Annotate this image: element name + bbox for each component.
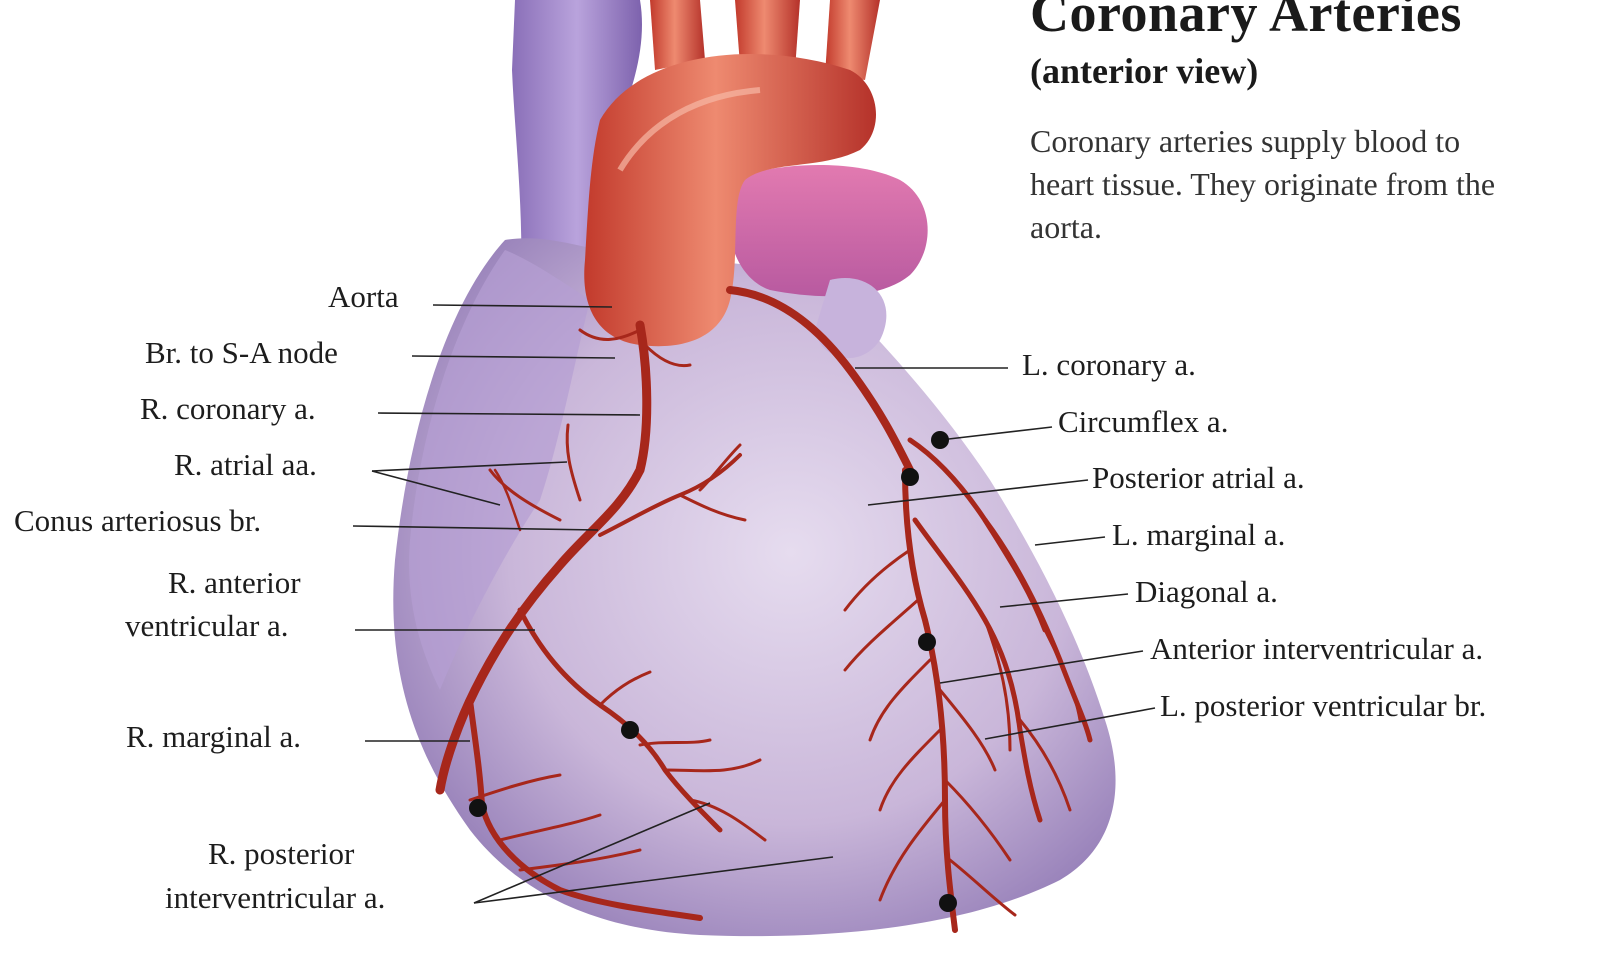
- label-r-marginal: R. marginal a.: [126, 719, 301, 755]
- label-anterior-interventricular: Anterior interventricular a.: [1150, 631, 1483, 667]
- label-diagonal: Diagonal a.: [1135, 574, 1278, 610]
- diagram-subtitle: (anterior view): [1030, 50, 1258, 92]
- label-posterior-atrial: Posterior atrial a.: [1092, 460, 1305, 496]
- label-circumflex: Circumflex a.: [1058, 404, 1228, 440]
- label-ventricular: ventricular a.: [125, 608, 289, 644]
- label-l-coronary: L. coronary a.: [1022, 347, 1196, 383]
- label-r-posterior: R. posterior: [208, 836, 354, 872]
- pulmonary-trunk: [727, 165, 927, 296]
- label-r-coronary: R. coronary a.: [140, 391, 316, 427]
- label-r-atrial: R. atrial aa.: [174, 447, 317, 483]
- label-aorta: Aorta: [328, 279, 399, 315]
- diagram-title: Coronary Arteries: [1030, 0, 1462, 44]
- label-r-anterior: R. anterior: [168, 565, 301, 601]
- diagram-description: Coronary arteries supply blood to heart …: [1030, 120, 1500, 249]
- label-l-marginal: L. marginal a.: [1112, 517, 1285, 553]
- label-l-posterior-ventricular: L. posterior ventricular br.: [1160, 688, 1486, 724]
- label-conus-arteriosus: Conus arteriosus br.: [14, 503, 261, 539]
- label-br-to-sa-node: Br. to S-A node: [145, 335, 338, 371]
- label-interventricular: interventricular a.: [165, 880, 385, 916]
